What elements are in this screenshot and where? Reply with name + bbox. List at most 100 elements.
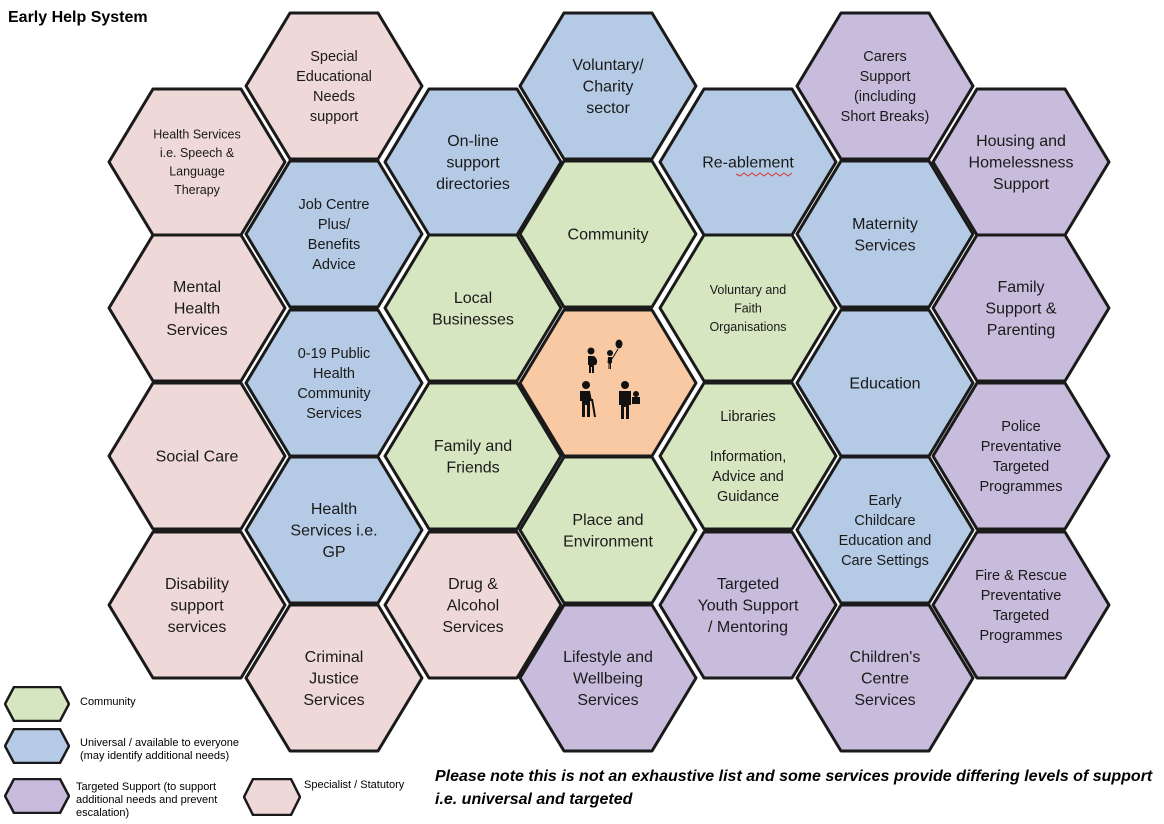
legend-label-specialist: Specialist / Statutory: [304, 779, 405, 791]
hex-label-line: services: [168, 619, 227, 636]
hex-label-line: Organisations: [709, 320, 786, 334]
person-figure: [587, 347, 595, 355]
person-figure: [621, 381, 629, 389]
hex-label-line: Benefits: [308, 237, 360, 253]
legend-swatch-targeted: [4, 778, 70, 814]
hex-shape: [795, 603, 975, 753]
hex-shape: [244, 11, 424, 161]
hex-label-line: / Mentoring: [708, 619, 788, 636]
hex-shape: [518, 455, 698, 605]
legend-swatch-specialist: [243, 778, 301, 816]
hex-label-line: Health Services: [153, 128, 241, 142]
hex-label-line: Education and: [839, 533, 932, 549]
hex-label-line: Services: [854, 237, 915, 254]
person-figure: [580, 391, 592, 417]
hex-label-line: Services: [306, 406, 362, 422]
hex-label-line: Mental: [173, 279, 221, 296]
hex-label-line: Community: [297, 386, 371, 402]
hex-label-line: Needs: [313, 89, 355, 105]
hex-shape: [244, 455, 424, 605]
hex-label-line: Short Breaks): [841, 109, 930, 125]
hex-label-line: Family and: [434, 438, 512, 455]
hex-label-line: Targeted: [993, 459, 1049, 475]
hex-label-line: Re-ablement: [702, 155, 794, 172]
hex-label-line: Criminal: [305, 649, 364, 666]
hex-shape: [107, 381, 287, 531]
hex-label-line: Language: [169, 165, 225, 179]
hex-label-line: Youth Support: [698, 598, 799, 615]
hex-label-line: Friends: [446, 459, 499, 476]
hex-label-line: Health: [311, 501, 357, 518]
family-people-icon: [580, 339, 640, 419]
hex-shape: [383, 381, 563, 531]
hex-label-line: support: [310, 109, 358, 125]
hex-label-line: Fire & Rescue: [975, 568, 1067, 584]
hex-label-line: Education: [849, 376, 920, 393]
hex-shape: [658, 530, 838, 680]
hex-shape: [931, 530, 1111, 680]
legend-label-universal: Universal / available to everyone (may i…: [80, 737, 239, 763]
hex-label-line: 0-19 Public: [298, 346, 371, 362]
legend-label-community: Community: [80, 696, 136, 708]
hex-shape: [383, 530, 563, 680]
hex-label-line: Early: [868, 493, 902, 509]
hex-label-line: Environment: [563, 533, 653, 550]
hex-shape: [795, 455, 975, 605]
person-figure: [607, 350, 613, 356]
person-figure: [607, 357, 612, 369]
hex-label-line: Health: [313, 366, 355, 382]
hex-label-line: directories: [436, 176, 510, 193]
hex-shape: [383, 233, 563, 383]
hex-label-line: Lifestyle and: [563, 649, 653, 666]
hex-fire-rescue-preventative: Fire & RescuePreventativeTargetedProgram…: [931, 530, 1111, 680]
hex-shape: [107, 530, 287, 680]
person-figure: [588, 356, 598, 373]
hex-social-care: Social Care: [107, 381, 287, 531]
spellcheck-squiggle: [735, 172, 793, 177]
hex-label-line: Programmes: [980, 479, 1063, 495]
hex-label-line: Support: [993, 176, 1050, 193]
hex-label-line: Information,: [710, 449, 787, 465]
legend-label-targeted-line1: Targeted Support (to support: [76, 781, 217, 793]
legend-label-targeted-line2: additional needs and prevent: [76, 794, 218, 806]
hex-label-line: Children's: [850, 649, 921, 666]
legend-label-targeted: Targeted Support (to support additional …: [76, 781, 217, 820]
hex-shape: [518, 159, 698, 309]
hex-label-line: Guidance: [717, 489, 779, 505]
hex-shape: [658, 233, 838, 383]
hex-label-line: Centre: [861, 671, 909, 688]
hex-label-line: Targeted: [993, 608, 1049, 624]
hex-label-line: Police: [1001, 419, 1041, 435]
hex-label-line: Job Centre: [299, 197, 370, 213]
hex-label-line: Preventative: [981, 588, 1062, 604]
hex-shape: [931, 233, 1111, 383]
hex-label-line: GP: [322, 544, 345, 561]
hex-label-line: Advice: [312, 257, 356, 273]
hex-label-line: i.e. Speech &: [160, 146, 235, 160]
hex-shape: [658, 381, 838, 531]
hex-label-line: Homelessness: [969, 155, 1074, 172]
hex-shape: [107, 233, 287, 383]
hex-label-line: support: [446, 155, 500, 172]
hex-label-line: Health: [174, 301, 220, 318]
hex-label-line: Justice: [309, 671, 359, 688]
hex-label-line: Carers: [863, 49, 907, 65]
hex-label-line: Services: [166, 322, 227, 339]
hex-label-line: Educational: [296, 69, 372, 85]
